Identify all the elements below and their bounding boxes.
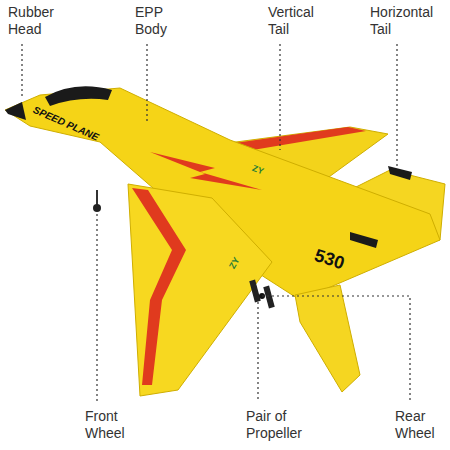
part-label: Rubber Head — [8, 4, 68, 38]
part-label: Front Wheel — [85, 408, 135, 442]
part-label: Rear Wheel — [395, 408, 445, 442]
part-label: Horizontal Tail — [370, 4, 445, 38]
part-label: Vertical Tail — [268, 4, 326, 38]
part-label: EPP Body — [135, 4, 177, 38]
part-label: Pair of Propeller — [246, 408, 314, 442]
